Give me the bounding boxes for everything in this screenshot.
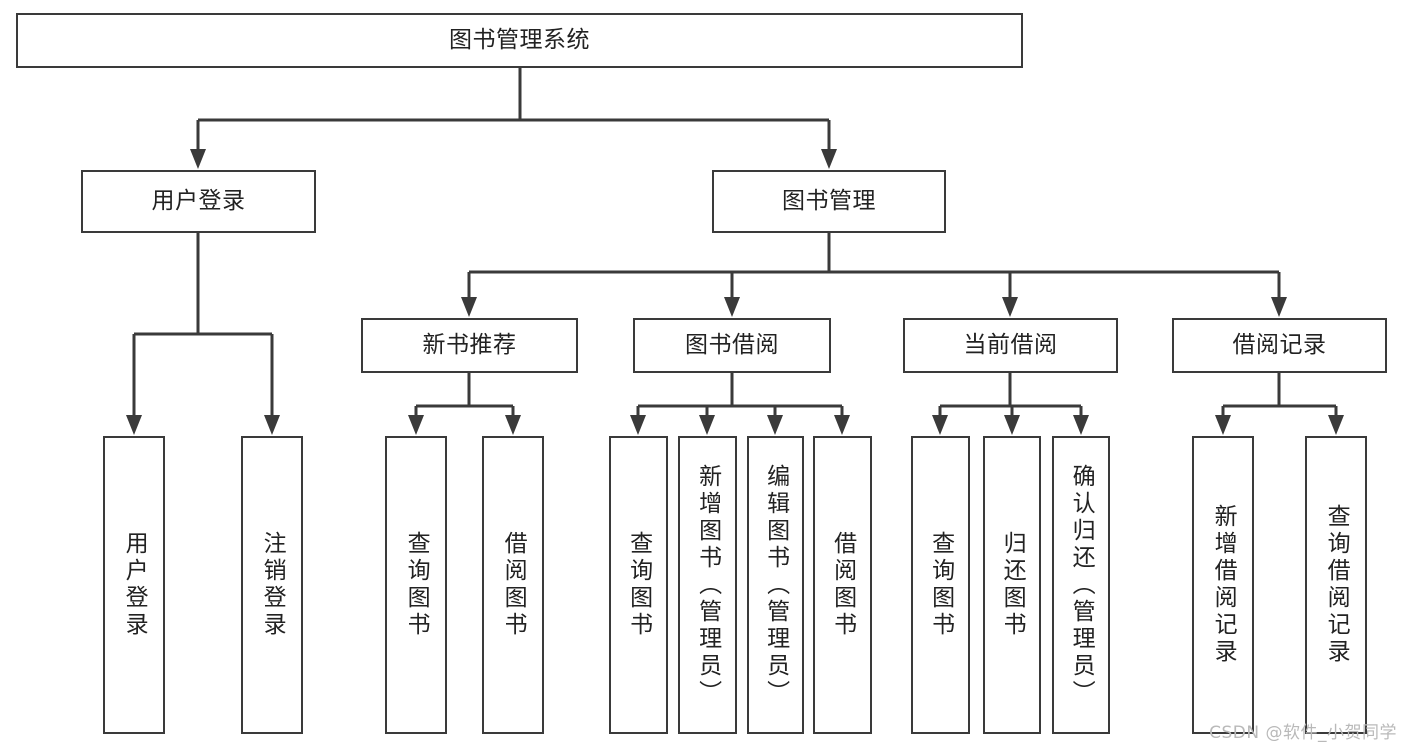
node-borrow-record[interactable]: 借阅记录: [1172, 318, 1387, 373]
connector-arrowhead: [1271, 297, 1287, 317]
node-label-book-borrow: 图书借阅: [685, 331, 779, 358]
node-label-leaf-borrow-book-1: 借阅图书: [500, 531, 527, 639]
node-label-leaf-query-book-1: 查询图书: [403, 531, 430, 639]
connector-arrowhead: [699, 415, 715, 435]
node-label-borrow-record: 借阅记录: [1232, 331, 1327, 358]
node-leaf-borrow-book-1[interactable]: 借阅图书: [482, 436, 544, 734]
connector-arrowhead: [821, 149, 837, 169]
connector-arrowhead: [724, 297, 740, 317]
connector-arrowhead: [1004, 415, 1020, 435]
node-leaf-query-book-1[interactable]: 查询图书: [385, 436, 447, 734]
connector-arrowhead: [1073, 415, 1089, 435]
connector-arrowhead: [264, 415, 280, 435]
node-label-new-book-rec: 新书推荐: [422, 331, 517, 358]
node-leaf-user-login[interactable]: 用户登录: [103, 436, 165, 734]
node-leaf-add-record[interactable]: 新增借阅记录: [1192, 436, 1254, 734]
connector-arrowhead: [408, 415, 424, 435]
node-leaf-add-book[interactable]: 新增图书（管理员）: [678, 436, 737, 734]
node-leaf-query-record[interactable]: 查询借阅记录: [1305, 436, 1367, 734]
node-book-manage[interactable]: 图书管理: [712, 170, 946, 233]
node-label-leaf-add-record: 新增借阅记录: [1210, 504, 1237, 666]
node-leaf-edit-book[interactable]: 编辑图书（管理员）: [747, 436, 804, 734]
node-label-leaf-user-login: 用户登录: [121, 531, 148, 639]
connector-arrowhead: [126, 415, 142, 435]
node-leaf-return-book[interactable]: 归还图书: [983, 436, 1041, 734]
node-leaf-query-book-2[interactable]: 查询图书: [609, 436, 668, 734]
node-leaf-borrow-book-2[interactable]: 借阅图书: [813, 436, 872, 734]
node-label-root: 图书管理系统: [449, 26, 590, 53]
connector-arrowhead: [1002, 297, 1018, 317]
node-label-leaf-query-book-3: 查询图书: [927, 531, 954, 639]
node-label-leaf-add-book: 新增图书（管理员）: [694, 463, 721, 707]
connector-arrowhead: [505, 415, 521, 435]
node-current-borrow[interactable]: 当前借阅: [903, 318, 1118, 373]
node-new-book-rec[interactable]: 新书推荐: [361, 318, 578, 373]
connector-arrowhead: [932, 415, 948, 435]
node-label-leaf-query-book-2: 查询图书: [625, 531, 652, 639]
node-label-user-login: 用户登录: [151, 187, 246, 214]
connector-arrowhead: [630, 415, 646, 435]
connector-arrowhead: [767, 415, 783, 435]
node-user-login[interactable]: 用户登录: [81, 170, 316, 233]
connector-arrowhead: [190, 149, 206, 169]
node-label-leaf-return-book: 归还图书: [999, 531, 1026, 639]
connector-arrowhead: [1328, 415, 1344, 435]
node-label-leaf-user-logout: 注销登录: [259, 531, 286, 639]
node-label-current-borrow: 当前借阅: [963, 331, 1058, 358]
node-label-leaf-query-record: 查询借阅记录: [1323, 504, 1350, 666]
connector-arrowhead: [1215, 415, 1231, 435]
node-book-borrow[interactable]: 图书借阅: [633, 318, 831, 373]
connector-arrowhead: [461, 297, 477, 317]
node-label-leaf-borrow-book-2: 借阅图书: [829, 531, 856, 639]
node-leaf-confirm-return[interactable]: 确认归还（管理员）: [1052, 436, 1110, 734]
node-leaf-user-logout[interactable]: 注销登录: [241, 436, 303, 734]
node-root[interactable]: 图书管理系统: [16, 13, 1023, 68]
node-leaf-query-book-3[interactable]: 查询图书: [911, 436, 970, 734]
node-label-book-manage: 图书管理: [782, 187, 876, 214]
connector-arrowhead: [834, 415, 850, 435]
node-label-leaf-edit-book: 编辑图书（管理员）: [762, 463, 789, 707]
node-label-leaf-confirm-return: 确认归还（管理员）: [1068, 463, 1095, 707]
